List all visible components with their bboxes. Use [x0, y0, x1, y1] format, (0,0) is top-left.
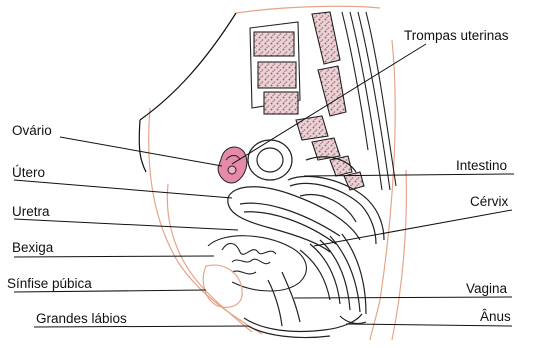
- uterus-drawing: [228, 187, 360, 252]
- label-uretra: Uretra: [12, 204, 50, 219]
- label-intestino: Intestino: [456, 158, 507, 173]
- spine: [250, 12, 396, 190]
- ovary-drawing: [218, 147, 247, 183]
- label-cervix: Cérvix: [470, 194, 508, 209]
- label-bexiga: Bexiga: [12, 240, 53, 255]
- label-trompas-uterinas: Trompas uterinas: [404, 28, 509, 43]
- leader-vagina: [294, 297, 512, 298]
- label-vagina: Vagina: [466, 281, 507, 296]
- leader-uretra: [14, 219, 238, 230]
- label-sinfise-pubica: Sínfise púbica: [7, 276, 92, 291]
- label-utero: Útero: [12, 165, 45, 180]
- pelvic-floor-drawing: [244, 234, 366, 338]
- label-ovario: Ovário: [12, 123, 52, 138]
- bladder-drawing: [208, 236, 306, 291]
- leader-ovario: [60, 137, 222, 166]
- leader-cervix: [314, 210, 512, 246]
- leader-utero: [14, 180, 232, 198]
- leader-anus: [346, 324, 512, 326]
- label-anus: Ânus: [480, 309, 511, 324]
- leader-grandes-labios: [34, 326, 248, 327]
- abdomen-outline: [139, 13, 236, 172]
- label-grandes-labios: Grandes lábios: [36, 311, 127, 326]
- leader-bexiga: [14, 256, 214, 257]
